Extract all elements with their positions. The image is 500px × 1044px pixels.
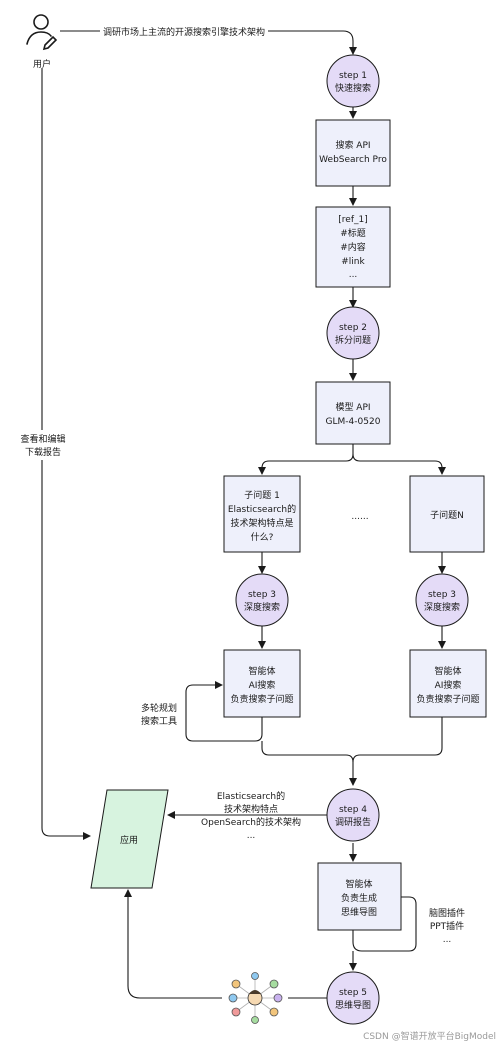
svg-text:step 3: step 3 (248, 590, 276, 600)
step3-circle-right: step 3 深度搜索 (415, 573, 469, 627)
svg-text:模型 API: 模型 API (335, 402, 370, 413)
svg-text:step 1: step 1 (339, 71, 367, 81)
svg-text:下载报告: 下载报告 (25, 446, 61, 458)
agent-box-right: 智能体 AI搜索 负责搜索子问题 (409, 649, 487, 718)
svg-text:搜索 API: 搜索 API (335, 139, 370, 151)
svg-text:负责搜索子问题: 负责搜索子问题 (230, 693, 293, 705)
plugins-note: 脑图插件 PPT插件 ... (429, 907, 465, 945)
step5-circle: step 5 思维导图 (326, 971, 380, 1025)
subquestion-ellipsis: ...... (351, 512, 368, 522)
svg-text:多轮规划: 多轮规划 (141, 702, 177, 714)
svg-text:PPT插件: PPT插件 (430, 920, 464, 932)
svg-text:step 2: step 2 (339, 323, 367, 333)
svg-text:拆分问题: 拆分问题 (335, 334, 371, 346)
search-api-box: 搜索 API WebSearch Pro (315, 119, 391, 187)
watermark: CSDN @智谱开放平台BigModel (363, 1030, 496, 1042)
mindmap-icon (222, 970, 288, 1024)
arrow-agent-a-to-step4 (261, 741, 357, 786)
svg-text:负责搜索子问题: 负责搜索子问题 (416, 693, 479, 705)
arrow-user-to-step1 (60, 30, 357, 55)
svg-text:子问题N: 子问题N (430, 509, 464, 521)
svg-text:智能体: 智能体 (345, 878, 372, 890)
svg-text:脑图插件: 脑图插件 (429, 907, 465, 919)
svg-text:调研报告: 调研报告 (335, 816, 371, 828)
svg-text:OpenSearch的技术架构: OpenSearch的技术架构 (201, 816, 301, 828)
svg-text:...: ... (443, 935, 452, 945)
arrow-step5-to-app (124, 889, 328, 999)
step1-circle: step 1 快速搜索 (326, 54, 380, 108)
svg-text:智能体: 智能体 (248, 665, 275, 677)
svg-text:子问题 1: 子问题 1 (244, 489, 280, 501)
svg-text:技术架构特点: 技术架构特点 (224, 803, 278, 815)
subquestion-1-box: 子问题 1 Elasticsearch的 技术架构特点是 什么? (223, 475, 301, 553)
svg-text:思维导图: 思维导图 (341, 906, 377, 918)
svg-text:GLM-4-0520: GLM-4-0520 (326, 417, 381, 427)
svg-text:什么?: 什么? (251, 531, 274, 543)
svg-text:AI搜索: AI搜索 (435, 679, 462, 691)
svg-text:深度搜索: 深度搜索 (424, 601, 460, 613)
search-result-box: [ref_1] #标题 #内容 #link ... (315, 206, 391, 288)
svg-text:调研市场上主流的开源搜索引擎技术架构: 调研市场上主流的开源搜索引擎技术架构 (103, 26, 265, 38)
step3-circle-left: step 3 深度搜索 (235, 573, 289, 627)
svg-text:搜索工具: 搜索工具 (141, 715, 177, 727)
arrow-agent-c-plugin-loop (352, 896, 417, 952)
svg-text:...: ... (247, 831, 256, 841)
svg-text:应用: 应用 (120, 834, 138, 846)
svg-text:Elasticsearch的: Elasticsearch的 (217, 790, 285, 802)
user-label: 用户 (33, 58, 51, 70)
multi-round-note: 多轮规划 搜索工具 (141, 702, 177, 727)
svg-text:查看和编辑: 查看和编辑 (20, 433, 65, 445)
svg-text:#link: #link (341, 257, 365, 267)
svg-text:智能体: 智能体 (434, 665, 461, 677)
arrow-model-api-to-subq1 (258, 444, 354, 475)
svg-text:技术架构特点是: 技术架构特点是 (230, 517, 293, 529)
arrow-agent-b-to-step4 (352, 717, 443, 763)
svg-text:...: ... (349, 270, 358, 280)
connectors (41, 30, 446, 999)
svg-text:#内容: #内容 (340, 241, 366, 253)
svg-text:思维导图: 思维导图 (335, 999, 371, 1011)
svg-text:Elasticsearch的: Elasticsearch的 (228, 503, 296, 515)
report-content-note: Elasticsearch的 技术架构特点 OpenSearch的技术架构 ..… (201, 790, 301, 841)
mindmap-agent-box: 智能体 负责生成 思维导图 (317, 862, 402, 931)
top-arrow-label: 调研市场上主流的开源搜索引擎技术架构 (100, 23, 268, 39)
arrow-model-api-to-subqn (352, 453, 446, 475)
step4-circle: step 4 调研报告 (326, 788, 380, 842)
svg-text:深度搜索: 深度搜索 (244, 601, 280, 613)
arrow-user-to-app (41, 68, 91, 840)
svg-text:WebSearch Pro: WebSearch Pro (319, 155, 387, 165)
svg-text:负责生成: 负责生成 (341, 892, 377, 904)
model-api-box: 模型 API GLM-4-0520 (315, 381, 391, 445)
subquestion-n-box: 子问题N (409, 475, 485, 553)
svg-text:[ref_1]: [ref_1] (338, 215, 367, 225)
svg-text:step 3: step 3 (428, 590, 456, 600)
step2-circle: step 2 拆分问题 (326, 306, 380, 360)
arrow-agent-a-loop (185, 681, 263, 742)
app-box: 应用 (90, 789, 169, 889)
left-arrow-label: 查看和编辑 下载报告 (14, 430, 72, 460)
svg-text:#标题: #标题 (340, 227, 366, 239)
agent-box-left: 智能体 AI搜索 负责搜索子问题 (223, 649, 301, 718)
svg-text:step 4: step 4 (339, 805, 367, 815)
svg-text:快速搜索: 快速搜索 (335, 82, 371, 94)
svg-text:AI搜索: AI搜索 (249, 679, 276, 691)
svg-text:step 5: step 5 (339, 988, 367, 998)
user-icon (26, 14, 58, 51)
